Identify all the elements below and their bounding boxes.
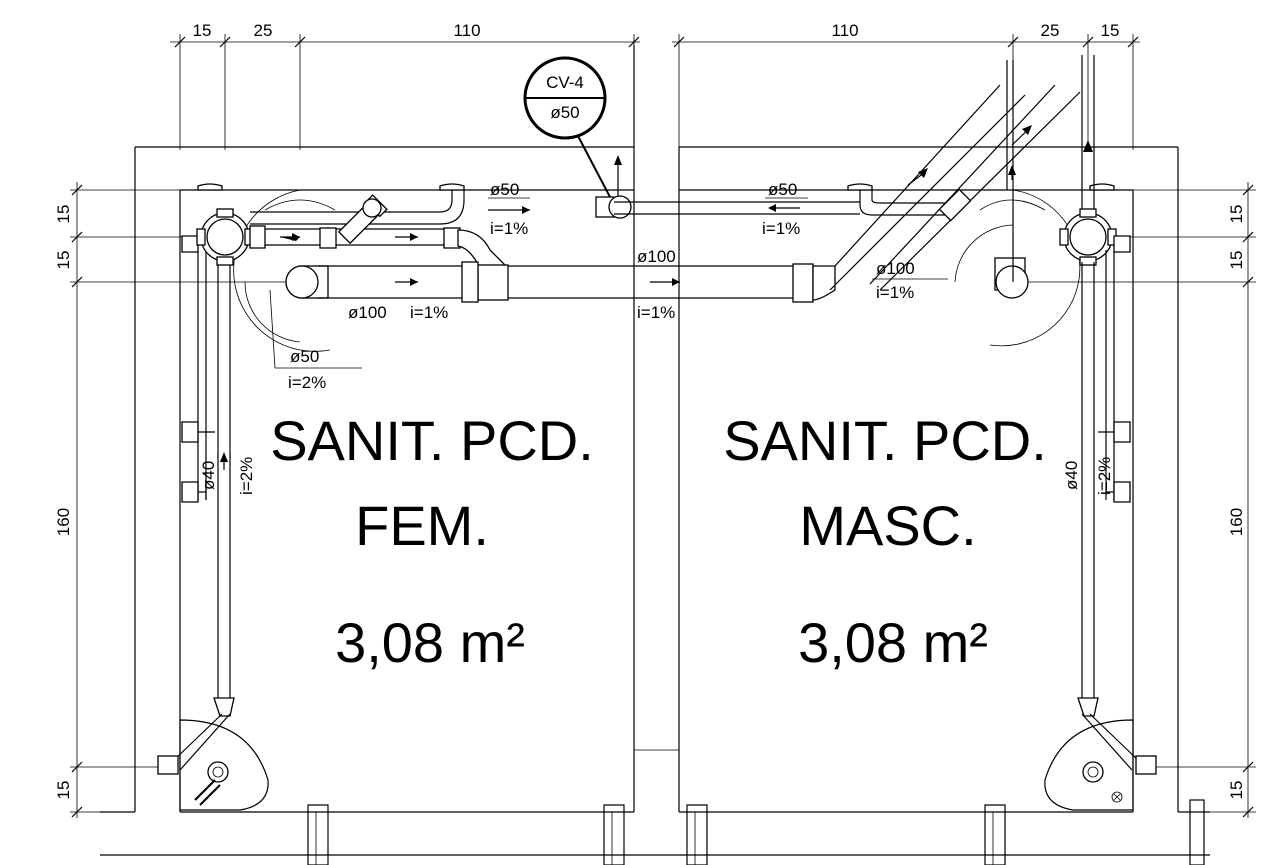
label-pipe100-mid: ø100 [637,247,676,266]
room-fem-line2: FEM. [355,494,489,557]
dim-left-3: 160 [54,508,73,536]
room-fem-line1: SANIT. PCD. [270,409,594,472]
dim-right-2: 15 [1227,251,1246,270]
label-pipe40-left: ø40 [199,461,218,490]
vertical-pipe-right [1044,235,1157,811]
label-slope-left2: i=1% [410,303,448,322]
dim-left-1: 15 [54,205,73,224]
tag-bottom-text: ø50 [550,103,579,122]
pipe-labels: ø50 i=1% ø100 i=1% ø100 i=1% ø50 i=1% ø1… [199,180,1114,495]
pipes-right [768,55,1095,303]
label-slope-mid: i=1% [637,303,675,322]
label-pipe100-right: ø100 [876,259,915,278]
label-pipe50-right: ø50 [768,180,797,199]
dim-top-5: 25 [1041,21,1060,40]
tag-top-text: CV-4 [546,73,584,92]
dimension-left: 15 15 160 15 [54,182,290,818]
label-slope2-right: i=2% [1095,457,1114,495]
floor-drain-right [1059,208,1117,266]
room-masc-line1: SANIT. PCD. [723,409,1047,472]
dimension-top: 15 25 110 110 25 15 [170,21,1140,150]
pipes-left [197,155,1115,303]
label-slope-left: i=1% [490,219,528,238]
dim-top-6: 15 [1101,21,1120,40]
room-labels: SANIT. PCD. FEM. 3,08 m² SANIT. PCD. MAS… [270,409,1047,674]
label-pipe40-right: ø40 [1062,461,1081,490]
label-pipe50-left: ø50 [490,180,519,199]
dim-right-4: 15 [1227,781,1246,800]
label-slope-right2: i=1% [876,283,914,302]
label-pipe100-left: ø100 [348,303,387,322]
room-fem-area: 3,08 m² [335,611,525,674]
dim-top-2: 25 [254,21,273,40]
label-slope-branch: i=2% [288,373,326,392]
dim-right-1: 15 [1227,205,1246,224]
toilet-left [233,189,336,352]
label-slope-right: i=1% [762,219,800,238]
dim-right-3: 160 [1227,508,1246,536]
room-masc-line2: MASC. [799,494,976,557]
label-pipe50-branch: ø50 [290,347,319,366]
dim-left-2: 15 [54,251,73,270]
tag-cv4: CV-4 ø50 [523,56,611,198]
dimension-right: 15 15 160 15 [1020,182,1256,818]
dim-top-4: 110 [831,21,858,40]
dim-top-3: 110 [453,21,480,40]
floor-drain-left [196,208,266,266]
dim-top-1: 15 [193,21,212,40]
toilet-right [954,189,1081,347]
label-slope2-left: i=2% [237,457,256,495]
vertical-pipe-left [157,235,269,811]
dim-left-4: 15 [54,781,73,800]
room-masc-area: 3,08 m² [798,611,988,674]
